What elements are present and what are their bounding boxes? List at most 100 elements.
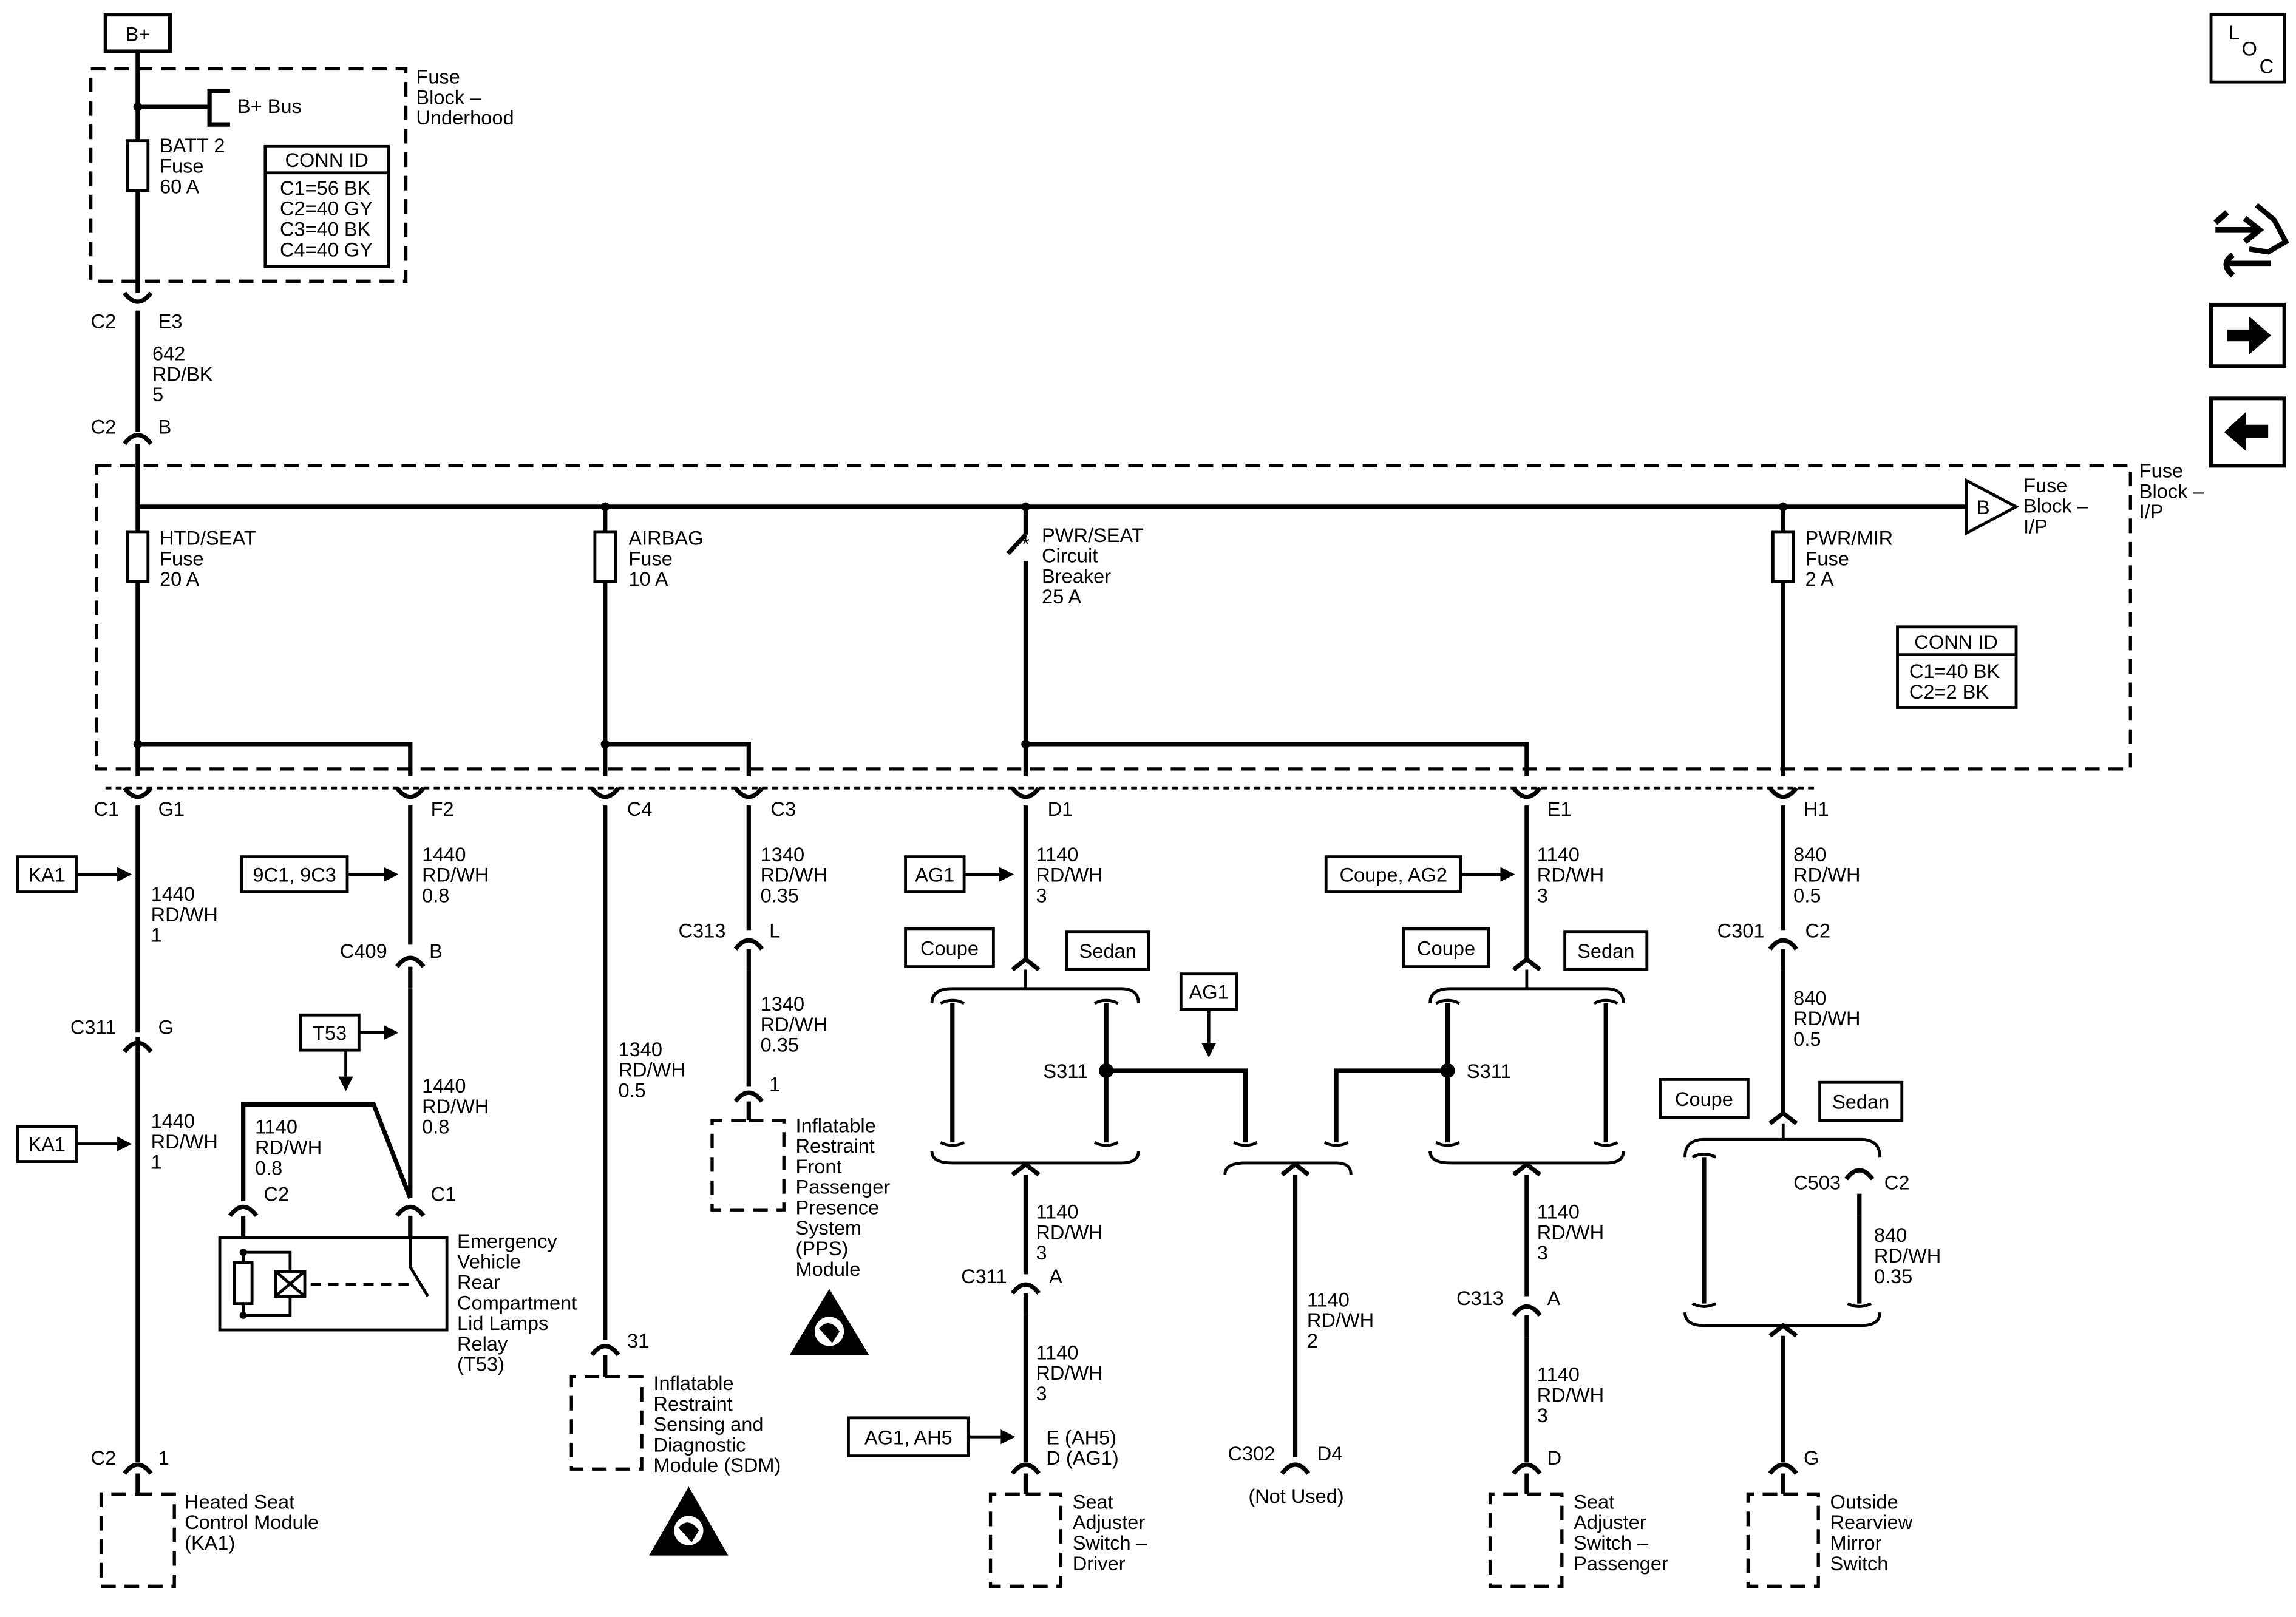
svg-text:RD/WH: RD/WH xyxy=(422,1096,489,1117)
wire-1140-3-d1: 1140 RD/WH 3 xyxy=(1036,844,1102,907)
svg-text:Block –: Block – xyxy=(416,86,481,108)
svg-text:T53: T53 xyxy=(313,1022,347,1044)
connector-c313-passenger: C313 xyxy=(1456,1287,1504,1309)
ip-output-connectors xyxy=(123,786,1798,799)
svg-text:RD/WH: RD/WH xyxy=(1793,1008,1860,1029)
svg-text:1: 1 xyxy=(158,1447,169,1469)
svg-text:Restraint: Restraint xyxy=(796,1135,875,1157)
wire-1140-08-label: 1140 RD/WH 0.8 xyxy=(255,1116,322,1179)
svg-text:KA1: KA1 xyxy=(28,864,66,886)
svg-text:0.5: 0.5 xyxy=(1793,884,1821,906)
svg-text:HTD/SEAT: HTD/SEAT xyxy=(160,527,256,549)
heated-seat-module-label: Heated Seat Control Module (KA1) xyxy=(185,1491,319,1554)
seat-switch-passenger-outline xyxy=(1488,1492,1564,1588)
pps-module-label: Inflatable Restraint Front Passenger Pre… xyxy=(796,1114,891,1280)
svg-text:840: 840 xyxy=(1793,844,1826,866)
svg-text:RD/WH: RD/WH xyxy=(1537,1221,1604,1243)
svg-text:C2: C2 xyxy=(1884,1171,1910,1193)
svg-text:Fuse: Fuse xyxy=(628,547,672,569)
svg-text:C2: C2 xyxy=(1805,920,1830,941)
svg-text:0.8: 0.8 xyxy=(422,884,449,906)
svg-text:Rearview: Rearview xyxy=(1830,1511,1912,1533)
svg-text:840: 840 xyxy=(1793,987,1826,1009)
svg-text:RD/WH: RD/WH xyxy=(1793,864,1860,886)
svg-text:0.35: 0.35 xyxy=(1874,1266,1912,1287)
svg-text:Breaker: Breaker xyxy=(1042,565,1111,587)
svg-text:D (AG1): D (AG1) xyxy=(1046,1447,1118,1469)
ref-box-ag1-driver xyxy=(904,855,966,893)
svg-text:Switch –: Switch – xyxy=(1574,1532,1649,1554)
seat-switch-passenger-label: Seat Adjuster Switch – Passenger xyxy=(1574,1491,1668,1574)
svg-text:1140: 1140 xyxy=(1036,1341,1078,1363)
svg-text:Coupe: Coupe xyxy=(1417,937,1475,959)
svg-text:C4=40 GY: C4=40 GY xyxy=(280,239,373,260)
svg-text:Inflatable: Inflatable xyxy=(796,1114,876,1136)
svg-text:(KA1): (KA1) xyxy=(185,1532,235,1554)
svg-text:C2: C2 xyxy=(263,1184,289,1205)
svg-text:RD/BK: RD/BK xyxy=(152,363,213,385)
svg-text:Compartment: Compartment xyxy=(457,1292,577,1314)
svg-text:Restraint: Restraint xyxy=(653,1393,732,1415)
svg-text:RD/WH: RD/WH xyxy=(255,1136,322,1158)
sdm-label: Inflatable Restraint Sensing and Diagnos… xyxy=(653,1372,781,1476)
next-page-arrow-icon[interactable] xyxy=(2209,302,2286,368)
wire-1440-08-lower: 1440 RD/WH 0.8 xyxy=(422,1075,489,1138)
svg-text:AG1: AG1 xyxy=(915,864,954,886)
svg-text:1: 1 xyxy=(151,1151,162,1173)
htd-seat-fuse-symbol xyxy=(126,530,150,583)
sdm-outline xyxy=(569,1375,644,1471)
connector-c311-heated: C311 xyxy=(70,1017,116,1039)
svg-text:BATT 2: BATT 2 xyxy=(160,135,225,157)
svg-text:L: L xyxy=(769,920,780,941)
splice-s311-passenger: S311 xyxy=(1467,1060,1512,1082)
wire-1140-2-label: 1140 RD/WH 2 xyxy=(1307,1289,1374,1352)
svg-text:A: A xyxy=(1547,1287,1561,1309)
svg-text:Driver: Driver xyxy=(1073,1553,1126,1575)
svg-text:1440: 1440 xyxy=(151,883,195,905)
svg-text:0.35: 0.35 xyxy=(761,884,799,906)
svg-text:840: 840 xyxy=(1874,1224,1907,1246)
svg-text:CONN ID: CONN ID xyxy=(285,149,368,171)
wire-1140-3-pass-low: 1140 RD/WH 3 xyxy=(1537,1364,1604,1427)
ip-bus-continuation-arrow xyxy=(1965,478,2020,536)
svg-text:I/P: I/P xyxy=(2023,515,2048,537)
pin-g1: G1 xyxy=(158,798,185,820)
svg-text:D: D xyxy=(1547,1447,1562,1469)
previous-page-arrow-icon[interactable] xyxy=(2209,396,2286,468)
svg-text:Outside: Outside xyxy=(1830,1491,1898,1513)
seat-switch-driver-outline xyxy=(988,1492,1063,1588)
svg-text:Seat: Seat xyxy=(1073,1491,1113,1513)
svg-text:Relay: Relay xyxy=(457,1333,508,1355)
pin-c4: C4 xyxy=(627,798,653,820)
wire-1140-3-driver-low: 1140 RD/WH 3 xyxy=(1036,1341,1102,1405)
svg-text:Sedan: Sedan xyxy=(1079,940,1136,962)
svg-text:1440: 1440 xyxy=(422,844,466,866)
svg-text:Emergency: Emergency xyxy=(457,1230,557,1252)
svg-text:2: 2 xyxy=(1307,1330,1318,1352)
ip-bus-pin: B xyxy=(1977,497,1990,518)
svg-text:1140: 1140 xyxy=(1537,1364,1580,1386)
svg-text:Coupe, AG2: Coupe, AG2 xyxy=(1340,864,1447,886)
connector-c409: C409 xyxy=(340,940,387,962)
svg-text:C2=2 BK: C2=2 BK xyxy=(1909,681,1989,703)
svg-text:25 A: 25 A xyxy=(1042,586,1081,608)
svg-text:Lid Lamps: Lid Lamps xyxy=(457,1312,548,1334)
svg-text:A: A xyxy=(1049,1266,1062,1287)
svg-text:2 A: 2 A xyxy=(1805,568,1833,590)
svg-text:C1: C1 xyxy=(431,1184,457,1205)
not-used-label: (Not Used) xyxy=(1248,1485,1343,1507)
wire-1140-3-driver-mid: 1140 RD/WH 3 xyxy=(1036,1201,1102,1264)
mirror-switch-label: Outside Rearview Mirror Switch xyxy=(1830,1491,1912,1574)
connector-c503: C503 xyxy=(1793,1171,1841,1193)
underhood-conn-id-table: CONN ID C1=56 BK C2=40 GY C3=40 BK C4=40… xyxy=(263,144,390,268)
svg-text:Adjuster: Adjuster xyxy=(1574,1511,1646,1533)
svg-text:RD/WH: RD/WH xyxy=(151,904,218,926)
connector-c311-driver: C311 xyxy=(961,1266,1007,1287)
svg-text:Module (SDM): Module (SDM) xyxy=(653,1454,781,1476)
svg-text:C1=40 BK: C1=40 BK xyxy=(1909,660,2000,682)
loc-icon[interactable]: L O C xyxy=(2209,13,2286,84)
component-locator-icon[interactable] xyxy=(2213,203,2289,278)
svg-text:Coupe: Coupe xyxy=(1675,1088,1733,1110)
svg-text:Fuse: Fuse xyxy=(2139,460,2183,482)
